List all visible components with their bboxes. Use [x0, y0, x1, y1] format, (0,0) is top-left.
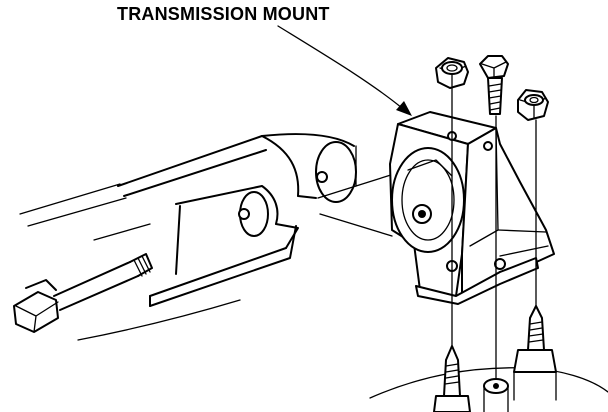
diagram-title: TRANSMISSION MOUNT — [117, 4, 330, 24]
transmission-mount — [389, 111, 555, 305]
stud-right — [513, 305, 557, 401]
frame-bracket — [13, 133, 357, 333]
stud-center — [483, 378, 509, 412]
alignment-line-bolt — [319, 173, 395, 237]
flange-nut-left — [435, 57, 469, 89]
alignment-lines-vertical — [451, 87, 537, 381]
leader-arrow — [277, 25, 412, 116]
flange-bolt-center — [479, 55, 509, 115]
stud-left — [433, 345, 471, 412]
flange-nut-right — [517, 89, 549, 121]
